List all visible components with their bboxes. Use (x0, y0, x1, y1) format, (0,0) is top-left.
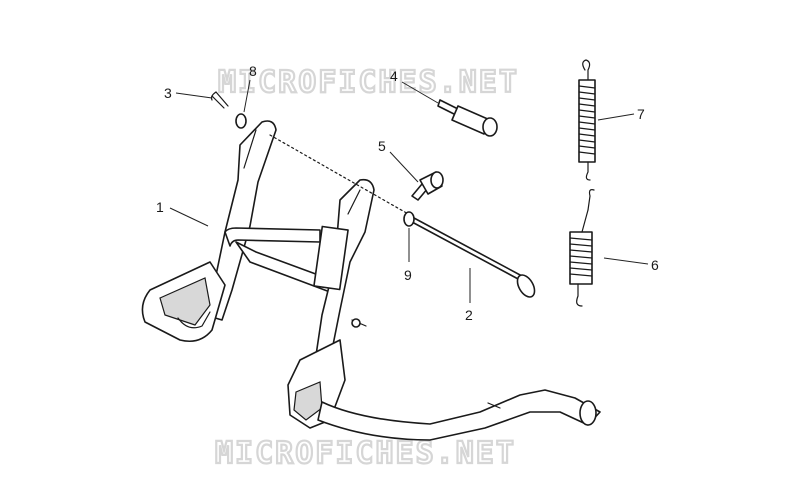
rubber-stop-part (411, 171, 444, 201)
watermark-top: MICROFICHES.NET (218, 65, 519, 100)
callout-2: 2 (465, 307, 473, 323)
washer-8-part (235, 113, 247, 129)
callout-4: 4 (390, 68, 398, 84)
leader-6 (603, 257, 649, 265)
leader-4 (401, 81, 439, 104)
bolt-part (437, 99, 498, 137)
leader-1 (169, 207, 209, 227)
callout-1: 1 (156, 199, 164, 215)
callout-7: 7 (637, 106, 645, 122)
short-spring-part (569, 189, 595, 307)
callout-5: 5 (378, 138, 386, 154)
center-stand-part (141, 120, 601, 441)
callout-6: 6 (651, 257, 659, 273)
leader-8 (243, 79, 251, 113)
split-pin-part (210, 91, 229, 109)
pivot-pin-part (411, 217, 536, 298)
washer-9-part (403, 211, 415, 227)
leader-3 (175, 92, 213, 99)
leader-5 (389, 151, 419, 183)
callout-3: 3 (164, 85, 172, 101)
leader-7 (597, 113, 635, 121)
callout-9: 9 (404, 267, 412, 283)
callout-8: 8 (249, 63, 257, 79)
long-spring-part (578, 59, 596, 181)
watermark-bottom: MICROFICHES.NET (215, 436, 516, 471)
